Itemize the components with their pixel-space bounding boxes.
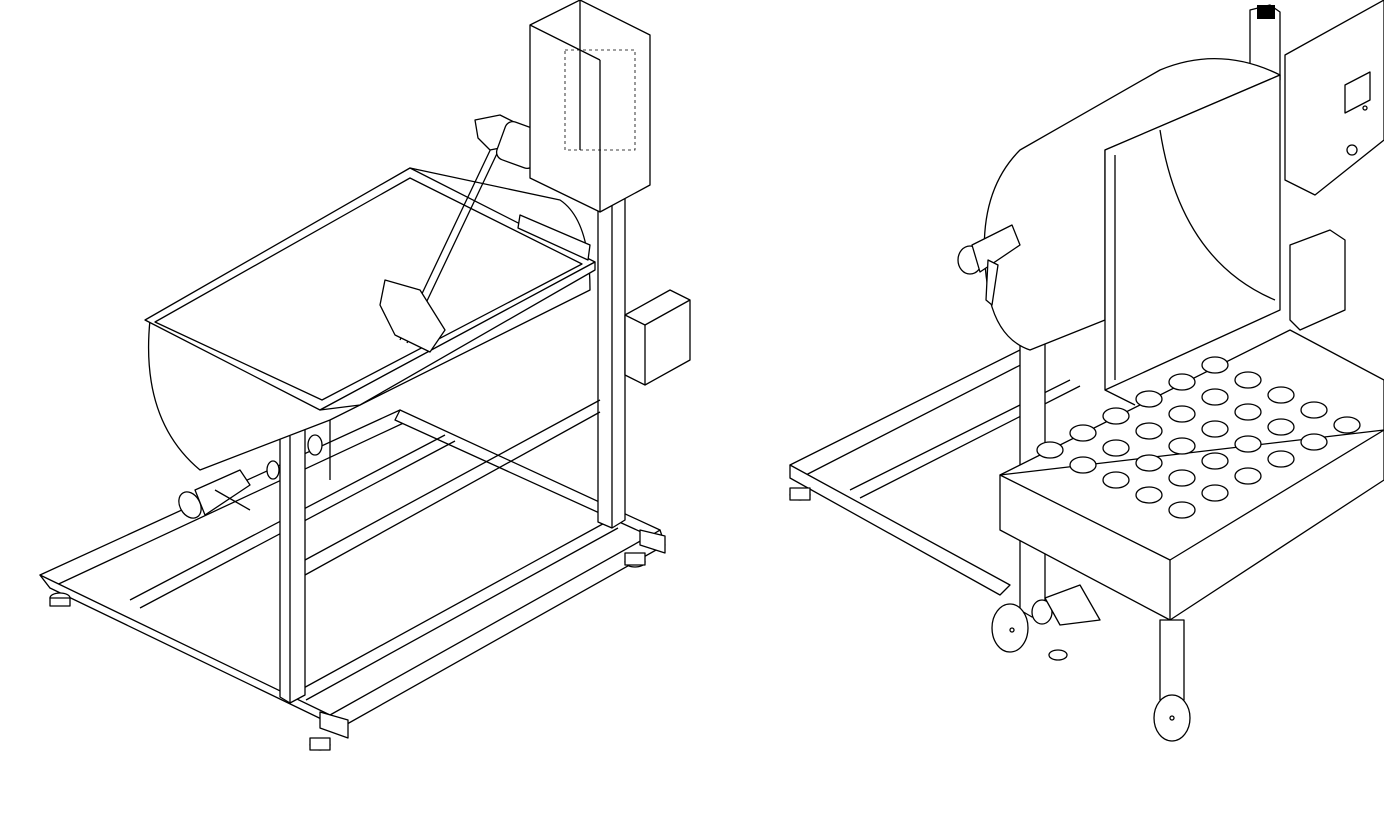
cavity	[1300, 433, 1328, 451]
cavity	[1300, 401, 1328, 419]
hopper-drum	[983, 58, 1281, 406]
mixer-tank-machine	[39, 0, 691, 751]
outlet-valve	[178, 434, 323, 519]
cavity	[1102, 407, 1130, 425]
cavity	[1135, 422, 1163, 440]
junction-box	[517, 214, 691, 386]
cavity	[1234, 371, 1262, 389]
cavity	[1201, 452, 1229, 470]
control-cabinet	[1284, 0, 1384, 196]
cavity	[1267, 386, 1295, 404]
cavity	[1069, 456, 1097, 474]
depositor-machine	[789, 0, 1384, 742]
cavity	[1135, 454, 1163, 472]
cavity	[1168, 469, 1196, 487]
hopper-valve	[957, 224, 1021, 306]
cavity	[1036, 441, 1064, 459]
cavity-tray	[999, 329, 1384, 621]
outlet-valve	[1031, 584, 1101, 626]
cap	[1257, 5, 1275, 19]
leveling-feet	[49, 552, 646, 751]
cavity	[1135, 390, 1163, 408]
cavity	[1234, 467, 1262, 485]
cavity	[1069, 424, 1097, 442]
cavity	[1168, 405, 1196, 423]
mixing-tank	[144, 167, 596, 480]
cavity	[1102, 439, 1130, 457]
control-box	[529, 0, 651, 213]
cavity	[1267, 450, 1295, 468]
cavity	[1201, 420, 1229, 438]
side-box	[1289, 229, 1346, 331]
cavities	[1036, 356, 1361, 519]
cavity	[1201, 388, 1229, 406]
casters	[991, 603, 1191, 742]
cavity	[1234, 403, 1262, 421]
cavity	[1168, 373, 1196, 391]
cavity	[1168, 437, 1196, 455]
cavity	[1333, 416, 1361, 434]
cavity	[1201, 356, 1229, 374]
base-frame	[39, 409, 666, 739]
cavity	[1102, 471, 1130, 489]
cavity	[1135, 486, 1163, 504]
cavity	[1234, 435, 1262, 453]
cavity	[1168, 501, 1196, 519]
cavity	[1267, 418, 1295, 436]
cavity	[1201, 484, 1229, 502]
